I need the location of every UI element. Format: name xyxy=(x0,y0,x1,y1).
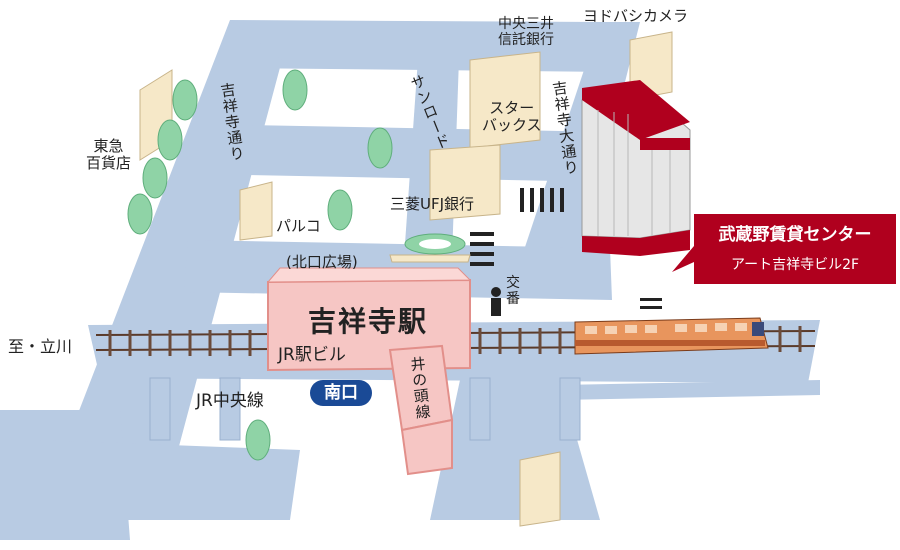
rail-ties xyxy=(108,326,802,356)
pillar xyxy=(149,377,171,441)
train xyxy=(574,317,769,355)
inokashira-line-lower xyxy=(400,418,453,476)
label-koban: 交 番 xyxy=(506,275,520,308)
pillar xyxy=(469,377,491,441)
tree xyxy=(157,119,183,161)
label-north-plaza: (北口広場) xyxy=(286,253,358,271)
parco-building xyxy=(239,181,273,241)
label-yodobashi: ヨドバシカメラ xyxy=(583,7,689,25)
road-ramp xyxy=(560,380,820,400)
trees xyxy=(127,69,393,461)
tree xyxy=(142,157,168,199)
label-chuo-bank: 中央三井 信託銀行 xyxy=(498,16,554,49)
label-mufg: 三菱UFJ銀行 xyxy=(390,195,475,213)
art-kichijoji-building xyxy=(581,80,691,256)
tree xyxy=(245,419,271,461)
callout-name: 武蔵野賃貸センター xyxy=(718,225,872,245)
south-exit-badge: 南口 xyxy=(310,380,372,406)
tree xyxy=(327,189,353,231)
track-pillars xyxy=(149,377,581,441)
koban-icon xyxy=(491,287,501,316)
mufg-building xyxy=(429,144,501,221)
south-building xyxy=(519,451,561,527)
buildings xyxy=(139,31,673,527)
office-callout: 武蔵野賃貸センター アート吉祥寺ビル2F xyxy=(694,214,896,284)
label-to-tachikawa: 至・立川 xyxy=(8,337,73,356)
station-name: 吉祥寺駅 xyxy=(307,305,428,338)
starbucks-building xyxy=(469,51,541,149)
road-kichijoji-dori xyxy=(60,20,282,500)
callout-pointer xyxy=(672,246,694,272)
tree xyxy=(172,79,198,121)
label-parco: パルコ xyxy=(276,217,321,235)
tree xyxy=(282,69,308,111)
station-roof xyxy=(266,267,472,283)
callout-location: アート吉祥寺ビル2F xyxy=(730,257,860,273)
label-jr-chuo-line: JR中央線 xyxy=(196,391,264,411)
plaza-inner xyxy=(419,239,451,249)
label-starbucks: スター バックス xyxy=(482,99,542,135)
plaza-bed xyxy=(389,254,471,263)
pillar xyxy=(219,377,241,441)
label-tokyu: 東急 百貨店 xyxy=(86,137,132,173)
crosswalks xyxy=(470,188,662,309)
tree xyxy=(367,127,393,169)
tree xyxy=(127,193,153,235)
pillar xyxy=(559,377,581,441)
road-south-left xyxy=(40,440,300,520)
label-jr-building: JR駅ビル xyxy=(278,345,346,365)
